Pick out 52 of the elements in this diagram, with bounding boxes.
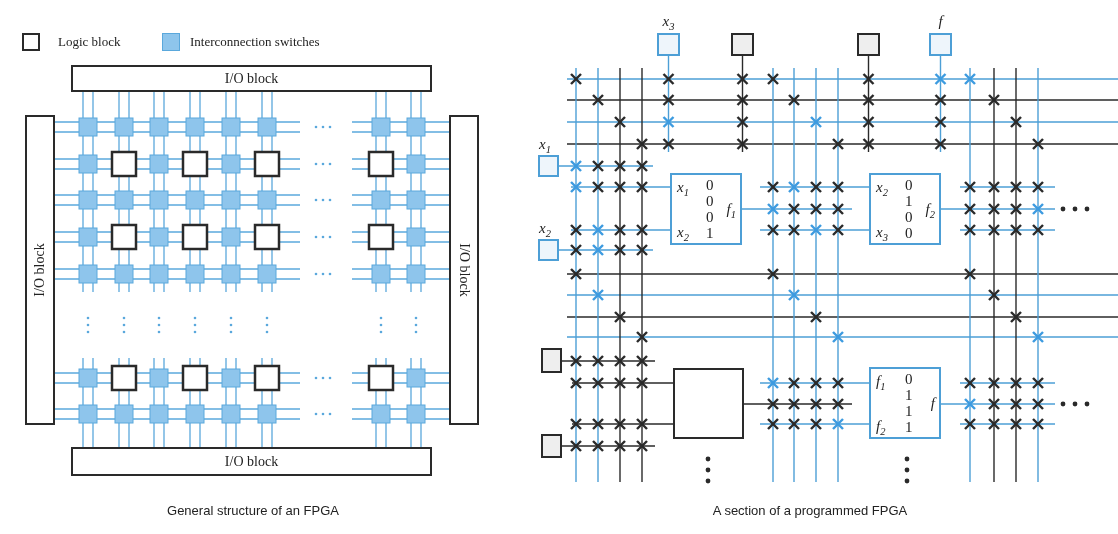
- wire: [561, 445, 656, 447]
- truth-table-values: 0 0 0 1: [706, 177, 714, 241]
- io-block: [449, 115, 479, 425]
- legend-label: Interconnection switches: [190, 34, 320, 50]
- lookup-table-block: [670, 173, 742, 245]
- legend-label: Logic block: [58, 34, 121, 50]
- wire: [940, 403, 1056, 405]
- wire: [667, 55, 670, 153]
- output-label: f: [930, 395, 935, 412]
- wire: [570, 229, 671, 231]
- wire: [867, 55, 870, 153]
- truth-table-values: 0 1 1 1: [905, 371, 913, 435]
- pin-label: f: [938, 13, 943, 29]
- wire: [743, 403, 853, 405]
- input-label: f$_{1}$: [876, 373, 886, 390]
- wire: [939, 55, 942, 153]
- wire: [561, 360, 656, 362]
- io-block-label: I/O block: [456, 243, 472, 297]
- wire: [558, 249, 654, 251]
- logic-block: [673, 368, 744, 439]
- lookup-table-block: [869, 173, 941, 245]
- input-label: f$_{2}$: [876, 418, 886, 435]
- input-label: x$_{1}$: [677, 179, 689, 196]
- truth-table-values: 0 1 0 0: [905, 177, 913, 241]
- pin-label: x$_{1}$: [539, 136, 551, 152]
- io-block-label: I/O block: [224, 453, 279, 470]
- caption: A section of a programmed FPGA: [712, 503, 908, 518]
- wire: [759, 186, 870, 188]
- lookup-table-block: [869, 367, 941, 439]
- wire: [741, 55, 744, 153]
- wire: [570, 186, 671, 188]
- input-label: x$_{2}$: [677, 224, 689, 241]
- pin-label: x$_{2}$: [539, 220, 551, 236]
- wire: [940, 208, 1056, 210]
- io-block: [71, 65, 432, 92]
- io-block-label: I/O block: [32, 243, 48, 297]
- wire: [741, 208, 853, 210]
- caption: General structure of an FPGA: [167, 503, 339, 518]
- output-label: f$_{2}$: [925, 201, 935, 218]
- pin-label: x$_{3}$: [662, 13, 675, 29]
- output-label: f$_{1}$: [726, 201, 736, 218]
- wire: [558, 165, 654, 167]
- wire: [759, 423, 870, 425]
- wire: [759, 229, 870, 231]
- io-block: [25, 115, 55, 425]
- io-block: [71, 447, 432, 476]
- wire: [759, 382, 870, 384]
- input-label: x$_{2}$: [876, 179, 888, 196]
- io-block-label: I/O block: [224, 70, 279, 87]
- wire: [571, 423, 674, 425]
- input-label: x$_{3}$: [876, 224, 888, 241]
- wire: [571, 382, 674, 384]
